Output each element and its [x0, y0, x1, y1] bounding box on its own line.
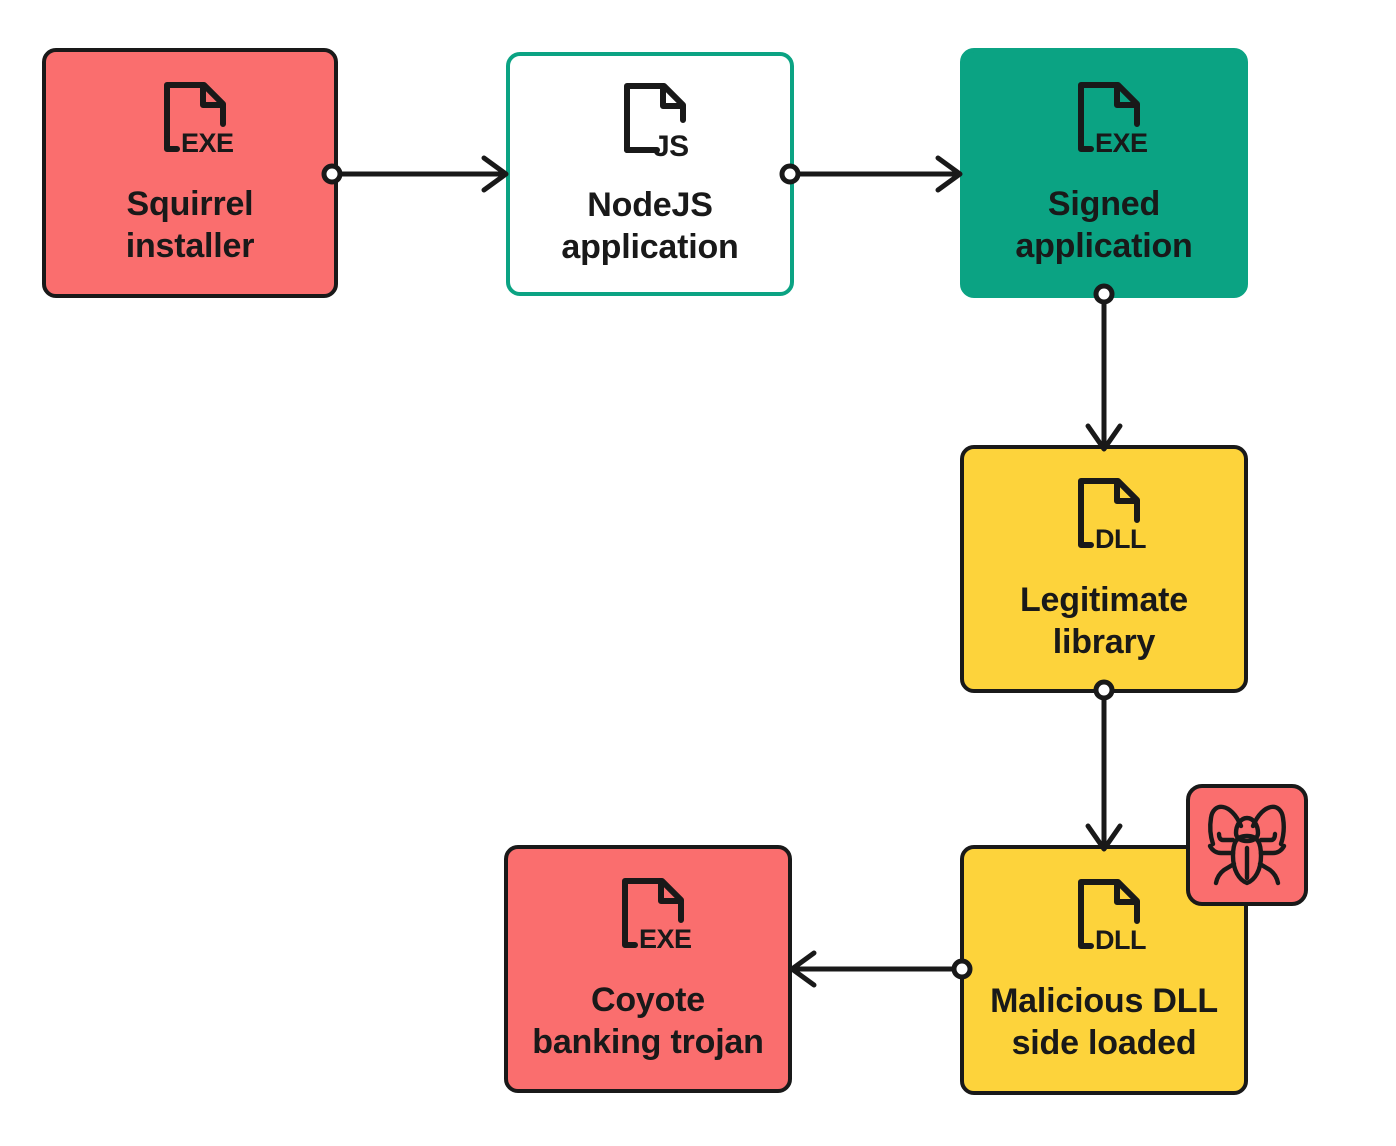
exe-file-icon: EXE	[147, 79, 234, 168]
node-squirrel-installer[interactable]: EXE Squirrel installer	[42, 48, 338, 298]
exe-file-icon: EXE	[605, 875, 692, 964]
connector-squirrel-to-nodejs	[321, 155, 509, 193]
malware-bug-badge[interactable]	[1186, 784, 1308, 906]
node-label: Coyote banking trojan	[532, 981, 764, 1061]
dll-file-icon: DLL	[1061, 475, 1147, 564]
svg-text:DLL: DLL	[1095, 925, 1146, 955]
node-signed-application[interactable]: EXE Signed application	[960, 48, 1248, 298]
connector-nodejs-to-signed	[779, 155, 963, 193]
node-label: Signed application	[1015, 185, 1193, 265]
node-nodejs-application[interactable]: JS NodeJS application	[506, 52, 794, 296]
svg-text:EXE: EXE	[181, 128, 233, 158]
exe-file-icon: EXE	[1061, 79, 1148, 168]
js-file-icon: JS	[607, 80, 693, 169]
node-label: Malicious DLL side loaded	[990, 982, 1218, 1062]
bug-icon	[1200, 796, 1294, 895]
node-label: Squirrel installer	[125, 185, 255, 265]
dll-file-icon: DLL	[1061, 876, 1147, 965]
connector-signed-to-legitimate	[1085, 283, 1123, 452]
connector-malicious-to-coyote	[789, 950, 973, 988]
node-legitimate-library[interactable]: DLL Legitimate library	[960, 445, 1248, 693]
svg-text:DLL: DLL	[1095, 524, 1146, 554]
svg-text:EXE: EXE	[639, 924, 691, 954]
node-label: NodeJS application	[561, 186, 739, 266]
node-label: Legitimate library	[1019, 581, 1189, 661]
svg-text:EXE: EXE	[1095, 128, 1147, 158]
connector-legitimate-to-malicious	[1085, 679, 1123, 852]
node-coyote-banking-trojan[interactable]: EXE Coyote banking trojan	[504, 845, 792, 1093]
svg-text:JS: JS	[653, 130, 689, 163]
